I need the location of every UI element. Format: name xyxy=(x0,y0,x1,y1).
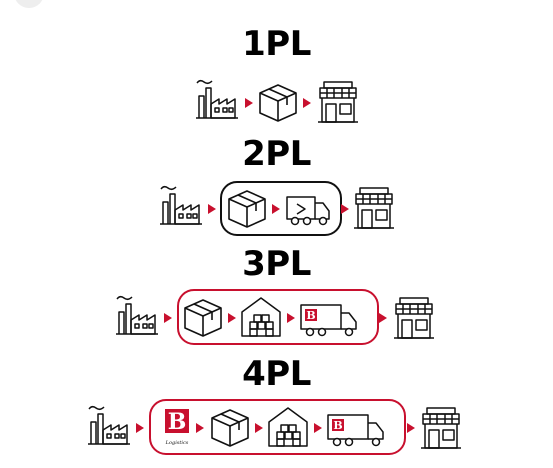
brand-logo-icon: Logistics xyxy=(165,409,189,446)
branded-truck-icon xyxy=(300,304,357,337)
arrow-icon xyxy=(303,98,311,108)
service-frame xyxy=(177,289,379,345)
arrow-icon xyxy=(245,98,253,108)
arrow-icon xyxy=(379,313,387,323)
arrow-icon xyxy=(196,423,204,433)
arrow-icon xyxy=(314,423,322,433)
arrow-icon xyxy=(272,204,280,214)
arrow-icon xyxy=(164,313,172,323)
arrow-icon xyxy=(407,423,415,433)
store-icon xyxy=(317,81,359,123)
warehouse-icon xyxy=(268,407,308,447)
factory-icon xyxy=(159,185,203,225)
store-icon xyxy=(393,297,435,339)
service-frame xyxy=(220,181,342,236)
box-icon xyxy=(211,409,249,447)
title-1pl: 1PL xyxy=(242,24,311,64)
corner-button[interactable] xyxy=(14,0,44,8)
title-3pl: 3PL xyxy=(242,244,311,284)
factory-icon xyxy=(115,295,159,335)
service-frame xyxy=(149,399,406,455)
box-icon xyxy=(184,299,222,337)
arrow-icon xyxy=(341,204,349,214)
factory-icon xyxy=(87,405,131,445)
arrow-icon xyxy=(136,423,144,433)
arrow-icon xyxy=(208,204,216,214)
row-1pl xyxy=(195,79,359,123)
row-2pl xyxy=(159,181,395,236)
branded-truck-icon xyxy=(327,414,384,447)
title-2pl: 2PL xyxy=(242,134,311,174)
box-icon xyxy=(228,190,266,228)
arrow-icon xyxy=(287,313,295,323)
truck-icon xyxy=(286,196,330,226)
warehouse-icon xyxy=(241,297,281,337)
store-icon xyxy=(353,187,395,229)
arrow-icon xyxy=(228,313,236,323)
store-icon xyxy=(420,407,462,449)
brand-logo-subtitle: Logistics xyxy=(165,440,189,446)
row-3pl xyxy=(115,289,435,345)
factory-icon xyxy=(195,79,239,119)
box-icon xyxy=(259,84,297,122)
title-4pl: 4PL xyxy=(242,354,311,394)
row-4pl: Logistics xyxy=(87,399,462,455)
arrow-icon xyxy=(255,423,263,433)
